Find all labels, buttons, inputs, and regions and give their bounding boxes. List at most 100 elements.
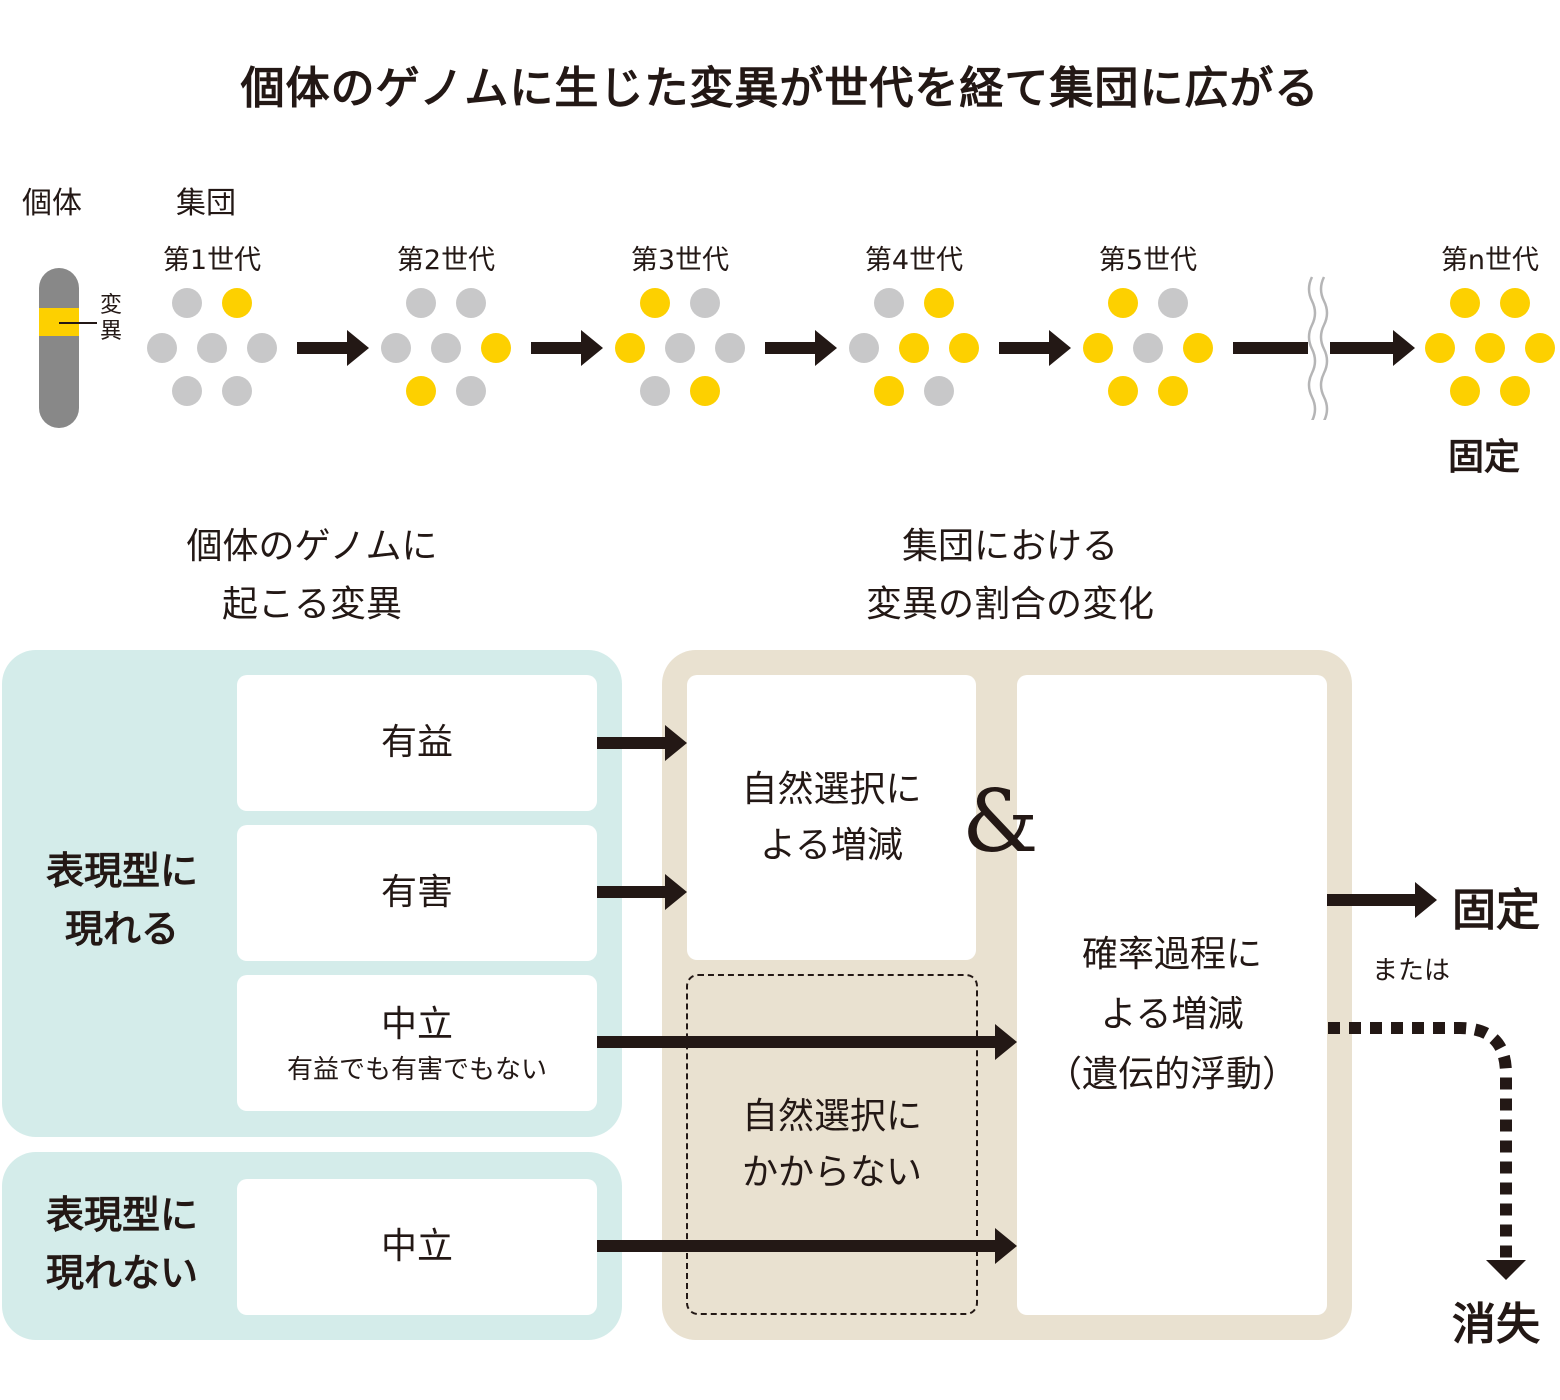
neutral-box-phenotypic: 中立 有益でも有害でもない — [237, 975, 597, 1111]
wild-individual-dot — [431, 333, 461, 363]
chromosome-icon — [39, 268, 79, 428]
right-section-header: 集団における 変異の割合の変化 — [780, 518, 1240, 634]
drift-line1: 確率過程に — [1081, 934, 1262, 975]
population-label: 集団 — [176, 186, 236, 221]
mutant-individual-dot — [1108, 288, 1138, 318]
wild-individual-dot — [222, 376, 252, 406]
natural-selection-line1: 自然選択に — [741, 768, 922, 810]
lost-outcome: 消失 — [1452, 1299, 1540, 1350]
mutant-individual-dot — [1450, 376, 1480, 406]
natural-selection-box: 自然選択に よる増減 — [687, 675, 976, 960]
neutral-label: 中立 — [380, 1003, 453, 1045]
gen-arrow-2 — [531, 342, 583, 354]
mutation-label: 変異 — [100, 293, 123, 344]
non-phenotypic-label: 表現型に 現れない — [22, 1186, 222, 1302]
wild-individual-dot — [456, 376, 486, 406]
right-header-line2: 変異の割合の変化 — [865, 584, 1154, 625]
or-label: または — [1372, 956, 1451, 986]
arrow-head-icon — [1049, 330, 1071, 366]
beneficial-box: 有益 — [237, 675, 597, 811]
wild-individual-dot — [406, 288, 436, 318]
arrow-head-icon — [815, 330, 837, 366]
individual-label: 個体 — [22, 186, 82, 221]
wild-individual-dot — [1133, 333, 1163, 363]
wild-individual-dot — [147, 333, 177, 363]
wild-individual-dot — [172, 376, 202, 406]
mutant-individual-dot — [615, 333, 645, 363]
harmful-label: 有害 — [380, 872, 453, 913]
no-selection-line2: かからない — [741, 1151, 922, 1193]
mutant-individual-dot — [1083, 333, 1113, 363]
mutant-individual-dot — [640, 288, 670, 318]
wild-individual-dot — [247, 333, 277, 363]
arrow-head-icon — [1486, 1260, 1526, 1280]
arrow-beneficial-to-selection — [597, 737, 665, 749]
wild-individual-dot — [172, 288, 202, 318]
fixed-outcome: 固定 — [1452, 885, 1540, 936]
no-selection-line1: 自然選択に — [741, 1095, 922, 1137]
wild-individual-dot — [456, 288, 486, 318]
generation-label: 第3世代 — [630, 245, 730, 276]
time-skip-wave-icon — [1307, 275, 1330, 420]
arrow-harmful-to-selection — [597, 886, 665, 898]
phenotypic-label: 表現型に 現れる — [22, 842, 222, 958]
generation-label: 第4世代 — [864, 245, 964, 276]
ampersand-symbol: & — [962, 772, 1039, 872]
generation-label: 第5世代 — [1098, 245, 1198, 276]
generation-label: 第2世代 — [396, 245, 496, 276]
wild-individual-dot — [874, 288, 904, 318]
mutant-individual-dot — [406, 376, 436, 406]
wild-individual-dot — [640, 376, 670, 406]
mutant-individual-dot — [222, 288, 252, 318]
diagram-title: 個体のゲノムに生じた変異が世代を経て集団に広がる — [240, 63, 1320, 114]
wild-individual-dot — [924, 376, 954, 406]
mutant-individual-dot — [1183, 333, 1213, 363]
arrow-head-icon — [995, 1024, 1017, 1060]
mutant-individual-dot — [1158, 376, 1188, 406]
arrow-head-icon — [665, 874, 687, 910]
gen-arrow-1 — [297, 342, 349, 354]
harmful-box: 有害 — [237, 825, 597, 961]
gen-arrow-4 — [999, 342, 1051, 354]
right-header-line1: 集団における — [901, 526, 1118, 567]
left-header-line1: 個体のゲノムに — [186, 526, 438, 567]
dotted-arrow-to-lost — [1328, 1022, 1526, 1280]
wild-individual-dot — [665, 333, 695, 363]
mutant-individual-dot — [899, 333, 929, 363]
gen-arrow-3 — [765, 342, 817, 354]
left-header-line2: 起こる変異 — [221, 584, 402, 625]
wild-individual-dot — [690, 288, 720, 318]
mutant-individual-dot — [1450, 288, 1480, 318]
wild-individual-dot — [381, 333, 411, 363]
left-section-header: 個体のゲノムに 起こる変異 — [112, 518, 512, 634]
generation-label: 第n世代 — [1440, 245, 1540, 276]
mutant-individual-dot — [1108, 376, 1138, 406]
mutant-individual-dot — [949, 333, 979, 363]
natural-selection-line2: よる増減 — [760, 824, 903, 866]
drift-line2: よる増減 — [1100, 994, 1244, 1035]
generation-label: 第1世代 — [162, 245, 262, 276]
mutant-individual-dot — [690, 376, 720, 406]
non-phenotypic-label-line1: 表現型に — [45, 1193, 198, 1237]
arrow-head-icon — [1393, 330, 1415, 366]
mutant-individual-dot — [1425, 333, 1455, 363]
mutant-individual-dot — [481, 333, 511, 363]
wild-individual-dot — [1158, 288, 1188, 318]
wild-individual-dot — [715, 333, 745, 363]
arrow-head-icon — [665, 725, 687, 761]
arrow-head-icon — [347, 330, 369, 366]
arrow-head-icon — [1415, 882, 1437, 918]
arrow-head-icon — [581, 330, 603, 366]
mutant-individual-dot — [1525, 333, 1555, 363]
neutral-label-2: 中立 — [380, 1226, 453, 1267]
drift-line3: （遺伝的浮動） — [1045, 1054, 1298, 1095]
mutant-individual-dot — [924, 288, 954, 318]
genetic-drift-box: 確率過程に よる増減 （遺伝的浮動） — [1017, 675, 1327, 1315]
beneficial-label: 有益 — [380, 722, 453, 763]
wild-individual-dot — [849, 333, 879, 363]
no-selection-box: 自然選択に かからない — [686, 974, 978, 1315]
neutral-box-non-phenotypic: 中立 — [237, 1179, 597, 1315]
arrow-neutral2-to-drift — [597, 1240, 995, 1252]
neutral-sublabel: 有益でも有害でもない — [286, 1054, 547, 1085]
non-phenotypic-label-line2: 現れない — [45, 1251, 198, 1295]
